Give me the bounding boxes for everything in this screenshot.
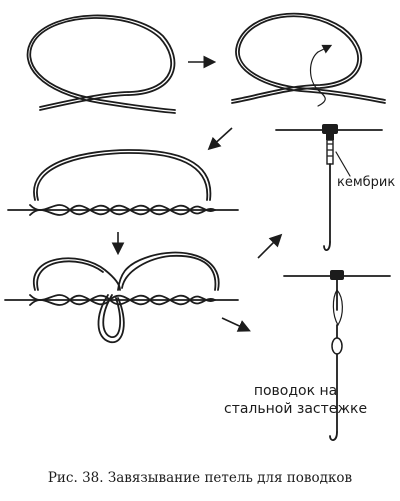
- rig-steel-clasp: [283, 270, 391, 441]
- figure-caption: Рис. 38. Завязывание петель для поводков: [47, 470, 353, 486]
- step-4-double-loop: [4, 251, 239, 343]
- steel-clasp-label-line-1: поводок на: [253, 383, 338, 399]
- rig-with-kembrik: [275, 124, 383, 251]
- steel-clasp-label-line-2: стальной застежке: [224, 401, 368, 417]
- step-1-loop: [26, 14, 176, 114]
- kembrik-label: кембрик: [337, 175, 396, 190]
- arrow-down-right-1: [221, 317, 251, 332]
- step-3-twisted-loop: [7, 149, 239, 216]
- step-2-loop: [231, 12, 386, 107]
- arrow-up-right-1: [257, 233, 283, 259]
- steel-clasp-label: поводок на стальной застежке: [224, 382, 367, 418]
- arrow-down-left-1: [207, 127, 233, 151]
